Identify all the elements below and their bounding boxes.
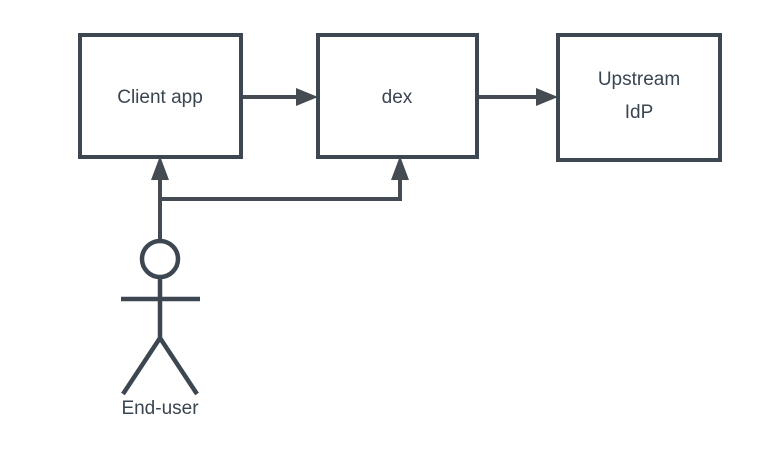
actor-end-user-label: End-user <box>121 398 199 419</box>
actor-end-user-leg-right <box>158 336 199 396</box>
edge-user-to-client-app[interactable] <box>151 156 169 241</box>
actor-end-user-leg-left <box>121 336 162 396</box>
arrow-head-into-client-app <box>151 156 169 180</box>
node-client-app-label: Client app <box>117 87 203 108</box>
node-dex[interactable]: dex <box>316 33 479 159</box>
arrow-head-into-upstream-idp <box>536 88 558 106</box>
edge-client-app-to-dex[interactable] <box>243 88 318 106</box>
node-upstream-idp-label-line2: IdP <box>625 102 654 123</box>
edge-dex-to-upstream-idp[interactable] <box>479 88 558 106</box>
actor-end-user[interactable]: End-user <box>121 238 200 419</box>
edge-user-to-dex-line <box>160 175 402 201</box>
arrow-head-into-dex-left <box>296 88 318 106</box>
node-dex-box <box>316 33 479 159</box>
node-client-app[interactable]: Client app <box>78 33 243 159</box>
actor-end-user-head-icon <box>139 238 181 280</box>
edge-user-to-dex[interactable] <box>160 156 409 201</box>
node-client-app-box <box>78 33 243 159</box>
node-upstream-idp-box <box>556 33 722 162</box>
node-upstream-idp-label-line1: Upstream <box>598 69 680 90</box>
arrow-head-into-dex-bottom <box>391 156 409 180</box>
node-upstream-idp[interactable]: Upstream IdP <box>556 33 722 162</box>
node-dex-label: dex <box>382 87 413 108</box>
